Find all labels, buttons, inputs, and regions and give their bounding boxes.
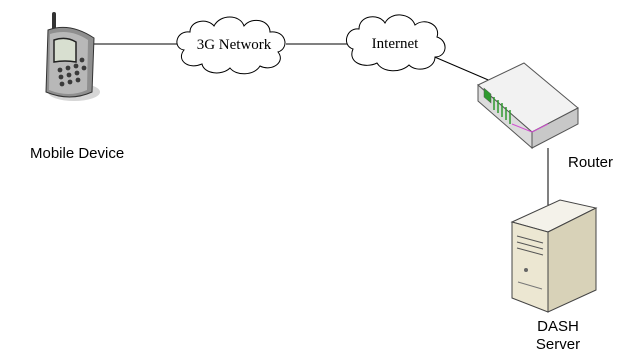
mobile-device-label: Mobile Device [30,145,125,162]
3g-network-label: 3G Network [196,37,272,53]
internet-label: Internet [371,36,419,52]
dash-server-label: DASH Server [530,318,586,354]
mobile-phone-icon [45,12,100,101]
dash-server-label-line1: DASH [537,318,579,335]
dash-server-label-line2: Server [535,336,581,353]
cloud-icon [345,14,446,72]
server-icon [510,199,598,313]
router-label: Router [568,154,614,171]
router-icon [477,62,579,150]
cloud-icon [176,16,286,75]
connections [92,43,549,205]
